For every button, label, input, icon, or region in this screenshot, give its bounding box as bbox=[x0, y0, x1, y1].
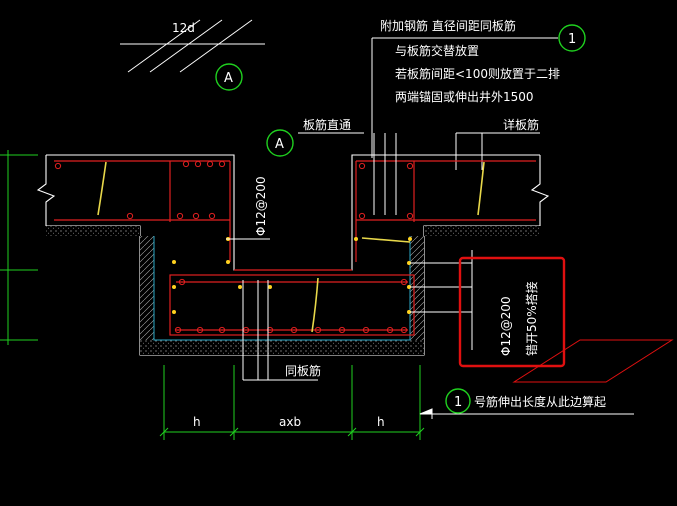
boxed-note-label: 错开50%搭接 bbox=[524, 281, 539, 356]
rebar-dot bbox=[194, 160, 202, 168]
rebar-dot-yellow bbox=[172, 285, 176, 289]
rebar-dot-yellow bbox=[408, 237, 412, 241]
same-slab-rebar-label: 同板筋 bbox=[285, 363, 321, 378]
section-mark-top: A bbox=[215, 63, 243, 91]
rebar-dot bbox=[174, 326, 182, 334]
rebar-dot-yellow bbox=[268, 285, 272, 289]
rebar-dot bbox=[266, 326, 274, 334]
bottom-dimension: h axb h bbox=[159, 365, 425, 440]
note-line-3: 若板筋间距<100则放置于二排 bbox=[395, 66, 560, 81]
rebar-dot bbox=[400, 326, 408, 334]
rebar-dot bbox=[196, 326, 204, 334]
detail-rebar-label: 详板筋 bbox=[503, 117, 539, 132]
rebar-dot bbox=[182, 160, 190, 168]
note-line-1: 附加钢筋 直径间距同板筋 bbox=[380, 18, 516, 33]
rebar-dot bbox=[208, 212, 216, 220]
rebar-dot bbox=[406, 212, 414, 220]
rebar-dot bbox=[192, 212, 200, 220]
highlight-parallelogram bbox=[512, 339, 674, 383]
rebar-dot bbox=[54, 162, 62, 170]
rebar-dot-yellow bbox=[407, 285, 411, 289]
rebar-dot-yellow bbox=[238, 285, 242, 289]
rebar-dot-yellow bbox=[407, 310, 411, 314]
rebar-dot bbox=[126, 212, 134, 220]
extension-note-group: 1 号筋伸出长度从此边算起 bbox=[419, 388, 634, 419]
concrete-edge bbox=[153, 236, 411, 341]
section-mark-top-label: A bbox=[224, 71, 233, 86]
dim-axb-label: axb bbox=[279, 415, 301, 429]
rebar-dot bbox=[358, 162, 366, 170]
dim-h-right-label: h bbox=[377, 415, 385, 429]
rebar-dot-yellow bbox=[407, 261, 411, 265]
rebar-group bbox=[54, 160, 536, 336]
highlight-box: Φ12@200 错开50%搭接 bbox=[458, 256, 566, 368]
rebar-dot bbox=[218, 160, 226, 168]
stirrup-spec-group: Φ12@200 bbox=[226, 176, 270, 240]
slab-labels: 板筋直通 详板筋 bbox=[298, 117, 540, 170]
rebar-dot-yellow bbox=[172, 310, 176, 314]
detail-12d-label: 12d bbox=[172, 21, 195, 35]
boxed-spec-label: Φ12@200 bbox=[499, 296, 513, 356]
rebar-dot bbox=[206, 160, 214, 168]
rebar-dot bbox=[386, 326, 394, 334]
note-line-2: 与板筋交替放置 bbox=[395, 43, 479, 58]
rebar-dot-yellow bbox=[172, 260, 176, 264]
note-line-4: 两端锚固或伸出井外1500 bbox=[395, 89, 534, 104]
rebar-dot bbox=[406, 162, 414, 170]
stirrup-spec-label: Φ12@200 bbox=[254, 176, 268, 236]
section-mark-middle: A bbox=[266, 129, 294, 157]
rebar-dot bbox=[178, 278, 186, 286]
additional-bars bbox=[242, 133, 397, 381]
dim-h-left-label: h bbox=[193, 415, 201, 429]
rebar-dot bbox=[290, 326, 298, 334]
right-leaders bbox=[410, 250, 473, 350]
section-mark-middle-label: A bbox=[275, 137, 284, 152]
bedding-layer bbox=[46, 226, 540, 355]
rebar-dot bbox=[338, 326, 346, 334]
note-callout-number: 1 bbox=[568, 32, 576, 47]
rebar-dot bbox=[358, 212, 366, 220]
slab-rebar-straight-label: 板筋直通 bbox=[303, 117, 351, 132]
extension-note-label: 号筋伸出长度从此边算起 bbox=[474, 394, 606, 409]
rebar-dot bbox=[400, 278, 408, 286]
rebar-dot bbox=[176, 212, 184, 220]
left-dimension bbox=[0, 150, 38, 345]
rebar-dot bbox=[314, 326, 322, 334]
detail-12d-group: 12d bbox=[120, 19, 265, 73]
rebar-dot-yellow bbox=[226, 260, 230, 264]
rebar-dot bbox=[362, 326, 370, 334]
note-block: 附加钢筋 直径间距同板筋 与板筋交替放置 若板筋间距<100则放置于二排 两端锚… bbox=[371, 18, 586, 158]
rebar-dots bbox=[54, 160, 414, 334]
rebar-dot-yellow bbox=[354, 237, 358, 241]
rebar-dot bbox=[218, 326, 226, 334]
hook-bars bbox=[97, 161, 485, 333]
extension-callout-number: 1 bbox=[454, 395, 462, 410]
